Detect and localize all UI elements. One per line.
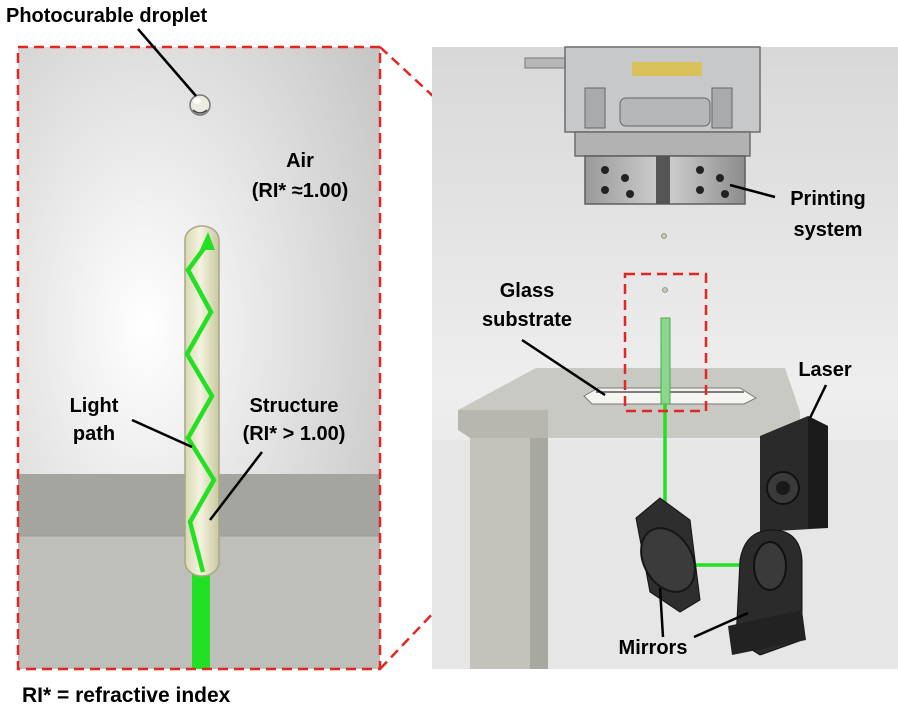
label-substrate: substrate	[482, 309, 572, 331]
laser-beam-inset	[192, 572, 210, 669]
laser-icon	[760, 416, 828, 532]
leader-lines	[131, 28, 828, 639]
droplet-small-2	[662, 287, 668, 293]
label-system: system	[794, 219, 863, 241]
light-path-arrowhead	[200, 232, 215, 250]
printhead-icon	[524, 46, 761, 205]
label-air: Air	[286, 150, 314, 172]
label-light: Light	[70, 395, 119, 417]
printer-scene	[432, 46, 898, 669]
mirror-icon	[635, 497, 806, 656]
label-laser: Laser	[798, 359, 852, 381]
inset-highlight-border	[16, 45, 382, 671]
label-structure-ri: (RI* > 1.00)	[243, 423, 346, 445]
label-air-ri: (RI* ≈1.00)	[252, 180, 349, 202]
printed-structure-small	[660, 317, 671, 405]
light-path-zigzag	[184, 241, 217, 573]
label-photocurable-droplet: Photocurable droplet	[6, 5, 207, 27]
droplet-icon	[189, 94, 211, 116]
label-structure: Structure	[250, 395, 339, 417]
label-footnote: RI* = refractive index	[22, 684, 231, 707]
label-glass: Glass	[500, 280, 554, 302]
substrate-table	[458, 368, 800, 669]
label-path: path	[73, 423, 115, 445]
label-mirrors: Mirrors	[619, 637, 688, 659]
droplet-small-1	[661, 233, 667, 239]
inset-panel	[18, 47, 380, 669]
label-printing: Printing	[790, 188, 866, 210]
scene-highlight-box	[623, 272, 708, 413]
